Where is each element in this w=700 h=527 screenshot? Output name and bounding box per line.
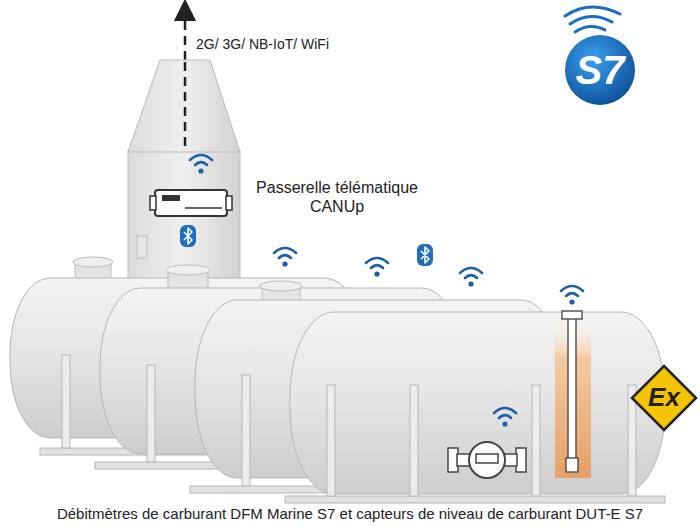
tank [285, 312, 665, 503]
wifi-icon [494, 408, 516, 427]
caption: Débitmètres de carburant DFM Marine S7 e… [8, 505, 692, 523]
network-label: 2G/ 3G/ NB-IoT/ WiFi [196, 36, 396, 53]
uplink-arrow [184, 10, 187, 150]
atex-symbol [632, 366, 696, 430]
wifi-icon [561, 286, 583, 305]
wifi-icon [366, 258, 388, 277]
logo [565, 7, 635, 105]
logo-text: S7 [562, 46, 638, 94]
wifi-icon [460, 268, 482, 287]
logo-text-text: S7 [576, 48, 625, 92]
level-sensor [555, 311, 591, 478]
gateway-device [150, 190, 232, 216]
atex-text: Ex [640, 382, 688, 413]
bluetooth-icon [417, 244, 433, 266]
atex-text-text: Ex [648, 382, 680, 412]
wifi-icon [274, 248, 296, 267]
gateway-label: Passerelle télématique CANUp [248, 178, 426, 216]
gateway-label-text: Passerelle télématique CANUp [256, 179, 418, 215]
network-label-text: 2G/ 3G/ NB-IoT/ WiFi [196, 36, 329, 52]
flowmeter [448, 442, 526, 478]
bluetooth-icon [180, 225, 196, 247]
caption-text: Débitmètres de carburant DFM Marine S7 e… [57, 505, 643, 522]
wifi-icon [190, 155, 212, 174]
silo [128, 60, 240, 290]
